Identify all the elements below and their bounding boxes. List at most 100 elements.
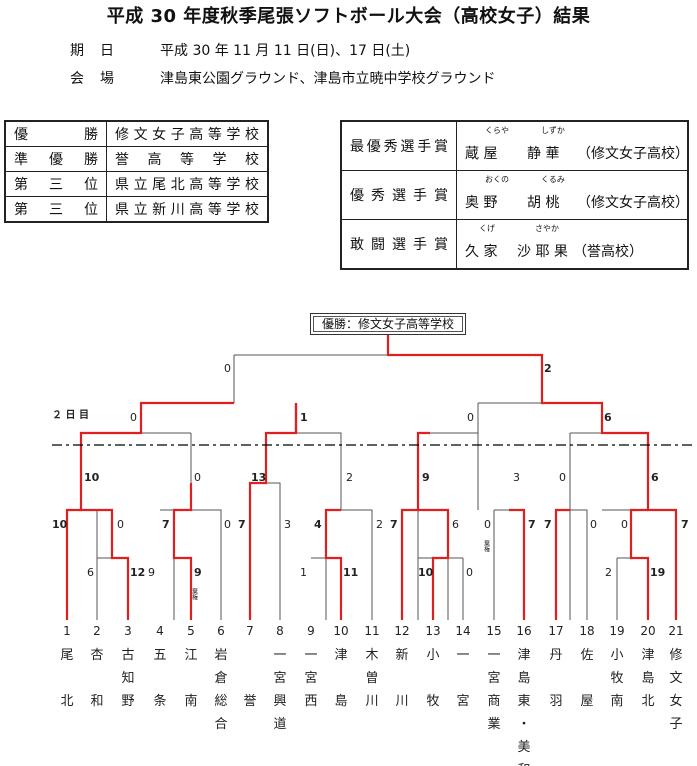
results-table: 優勝 修文女子高等学校 準優勝 誉高等学校 第三位 県立尾北高等学校 第三位 県… <box>4 120 269 223</box>
team-name-char: 宮 <box>304 670 317 686</box>
results-row: 準優勝 誉高等学校 <box>4 146 269 172</box>
venue-label: 会場 <box>70 71 130 87</box>
score-label: 3 <box>513 471 520 484</box>
score-label: 10 <box>52 518 68 531</box>
team-name-char: 木 <box>365 648 378 663</box>
team-name-char: 誉 <box>243 694 256 709</box>
kiken-mark: 棄権 <box>191 587 198 601</box>
score-label: 0 <box>117 518 124 531</box>
award-name: 最優秀選手賞 <box>340 120 457 171</box>
team-name-char: 総 <box>214 694 227 709</box>
ruby-family: くげ <box>479 224 495 233</box>
team-name-char: 野 <box>121 694 134 709</box>
score-label: 0 <box>224 518 231 531</box>
winner-school: （修文女子高校） <box>577 195 689 211</box>
team-number: 8 <box>276 624 284 638</box>
team-name-char: 知 <box>121 670 134 686</box>
score-label: 3 <box>284 518 291 531</box>
team-name-char: 一 <box>304 648 317 663</box>
team-name-char: 和 <box>517 763 530 766</box>
team-name-char: 丹 <box>549 648 562 663</box>
team-name-char: 津 <box>641 648 654 663</box>
team-name-char: 五 <box>153 648 166 663</box>
period-value: 平成 30 年 11 月 11 日(日)、17 日(土) <box>160 43 411 59</box>
team-name-char: 島 <box>334 694 347 709</box>
winner-family: 奥 野 <box>465 195 498 211</box>
team-number: 3 <box>124 624 132 638</box>
award-name: 優秀選手賞 <box>340 170 457 220</box>
team-name-char: 羽 <box>549 694 562 709</box>
ruby-given: さやか <box>535 224 559 233</box>
team-number: 19 <box>609 624 624 638</box>
score-label: 0 <box>130 411 137 424</box>
ruby-family: おくの <box>485 175 509 184</box>
team-name-char: 佐 <box>580 648 593 663</box>
team-name-char: 南 <box>610 693 623 709</box>
team-name-char: 西 <box>304 694 317 709</box>
score-label: 0 <box>467 411 474 424</box>
team-name-char: 修 <box>669 648 682 663</box>
team-number: 13 <box>425 624 440 638</box>
ruby-given: くるみ <box>541 175 565 184</box>
team-name-char: 岩 <box>214 648 227 663</box>
kiken-mark: 棄権 <box>483 539 490 553</box>
score-label: 7 <box>528 518 536 531</box>
team-number: 15 <box>486 624 501 638</box>
team-number: 7 <box>246 624 254 638</box>
team-name-char: 古 <box>121 648 134 663</box>
school-cell: 県立尾北高等学校 <box>106 171 269 197</box>
team-number: 6 <box>217 624 225 638</box>
score-label: 6 <box>87 566 94 579</box>
team-name-char: ・ <box>517 717 530 732</box>
team-name-char: 杏 <box>90 648 103 663</box>
team-name-char: 牧 <box>610 671 623 686</box>
score-label: 7 <box>681 518 689 531</box>
team-name-char: 北 <box>641 694 654 709</box>
team-name-char: 屋 <box>580 694 593 709</box>
score-label: 7 <box>162 518 170 531</box>
day2-label: ２ 日 目 <box>52 409 89 421</box>
team-number: 18 <box>579 624 594 638</box>
bracket-lines-normal <box>67 334 676 620</box>
score-label: 2 <box>605 566 612 579</box>
team-number: 17 <box>548 624 563 638</box>
team-name-char: 北 <box>60 694 73 709</box>
team-number: 9 <box>307 624 315 638</box>
page-title: 平成 30 年度秋季尾張ソフトボール大会（高校女子）結果 <box>106 6 591 27</box>
team-name-char: 宮 <box>487 670 500 686</box>
team-number: 14 <box>455 624 470 638</box>
score-label: 0 <box>484 518 491 531</box>
rank-cell: 優勝 <box>4 120 107 147</box>
team-name-char: 宮 <box>273 670 286 686</box>
score-label: 2 <box>544 362 552 375</box>
score-label: 7 <box>390 518 398 531</box>
team-name-char: 川 <box>395 694 408 709</box>
team-name-char: 倉 <box>214 671 227 686</box>
team-labels: 1尾北2杏和3古知野4五条5江南6岩倉総合7誉8一宮興道9一宮西10津島11木曽… <box>60 624 683 766</box>
winner-family: 久 家 <box>465 244 498 260</box>
school-cell: 誉高等学校 <box>106 146 269 172</box>
team-name-char: 尾 <box>60 648 73 663</box>
score-label: 0 <box>559 471 566 484</box>
team-number: 1 <box>63 624 71 638</box>
team-name-char: 江 <box>184 648 197 663</box>
team-name-char: 美 <box>517 740 530 755</box>
team-name-char: 島 <box>641 671 654 686</box>
score-label: 13 <box>251 471 266 484</box>
award-winner: くげ さやか 久 家 沙 耶 果 （誉高校） <box>456 219 689 270</box>
score-label: 2 <box>346 471 353 484</box>
rank-cell: 準優勝 <box>4 146 107 172</box>
winner-school: （修文女子高校） <box>577 146 689 162</box>
team-name-char: 南 <box>184 693 197 709</box>
team-name-char: 興 <box>273 694 286 709</box>
score-label: 0 <box>590 518 597 531</box>
score-label: 9 <box>148 566 155 579</box>
rank-cell: 第三位 <box>4 171 107 197</box>
score-label: 0 <box>466 566 473 579</box>
score-label: 10 <box>84 471 100 484</box>
team-number: 16 <box>516 624 531 638</box>
score-label: 0 <box>194 471 201 484</box>
bracket-lines-winner <box>65 334 678 620</box>
score-label: 19 <box>650 566 665 579</box>
period-label: 期日 <box>70 43 130 59</box>
